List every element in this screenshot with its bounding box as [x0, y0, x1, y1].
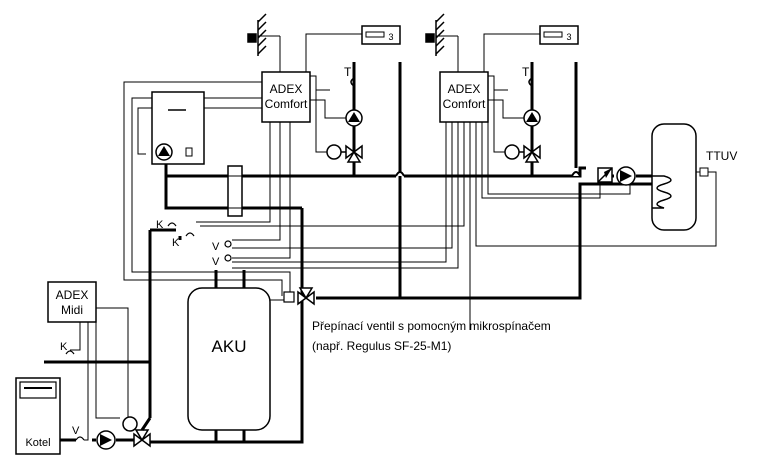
svg-text:T: T — [522, 65, 530, 79]
solid-fuel-boiler: Kotel — [15, 377, 61, 455]
three-way-valve-icon — [133, 429, 151, 448]
pump-icon — [616, 166, 636, 186]
check-valve-icon — [597, 167, 613, 183]
dhw-label: TTUV — [706, 149, 737, 163]
sensor-labels: K K V V — [156, 219, 220, 268]
adex-midi: ADEX Midi — [47, 281, 97, 323]
temperature-sensor-right: T — [522, 65, 533, 87]
outdoor-sensor-icon — [247, 13, 280, 56]
svg-text:V: V — [72, 425, 80, 437]
svg-text:3: 3 — [566, 32, 571, 42]
svg-text:V: V — [212, 256, 220, 268]
adex-comfort-right: ADEX Comfort — [439, 71, 489, 123]
boiler-label: Kotel — [25, 437, 50, 449]
sensor-bulbs — [167, 222, 232, 262]
valve-note-line2: (např. Regulus SF-25-M1) — [312, 339, 451, 353]
three-way-valve-icon — [523, 144, 541, 163]
svg-text:V: V — [212, 241, 220, 253]
controller-line1: ADEX — [56, 288, 89, 302]
controller-line2: Midi — [61, 303, 83, 317]
controller-line1: ADEX — [270, 82, 303, 96]
heat-exchanger-coil-icon — [652, 175, 672, 209]
dhw-tank: TTUV — [651, 123, 737, 231]
controller-line2: Comfort — [265, 97, 308, 111]
controller-line1: ADEX — [448, 82, 481, 96]
pipe-crossings — [395, 171, 581, 177]
valve-note-line1: Přepínací ventil s pomocným mikrospínače… — [312, 319, 551, 333]
pump-icon — [345, 109, 363, 127]
svg-text:3: 3 — [388, 32, 393, 42]
pump-icon — [523, 109, 541, 127]
servo-motor-icon — [504, 144, 524, 160]
outdoor-sensor-icon — [425, 13, 458, 56]
room-unit-icon: 3 — [539, 25, 579, 45]
switching-valve — [283, 287, 315, 306]
servo-motor-icon — [326, 144, 346, 160]
controller-line2: Comfort — [443, 97, 486, 111]
servo-motor-icon — [122, 416, 138, 432]
accumulation-tank: AKU — [187, 287, 271, 431]
wall-boiler — [151, 91, 205, 165]
svg-text:K: K — [172, 237, 180, 249]
adex-comfort-left: ADEX Comfort — [261, 71, 311, 123]
svg-text:K: K — [60, 341, 68, 353]
temperature-sensor-left: T — [344, 65, 355, 87]
tank-label: AKU — [212, 337, 247, 356]
svg-text:K: K — [156, 219, 164, 231]
room-unit-icon: 3 — [361, 25, 401, 45]
pump-icon — [155, 143, 173, 161]
pump-icon — [96, 430, 116, 450]
hydraulic-separator — [227, 165, 243, 217]
hydraulic-pipes — [44, 62, 652, 444]
svg-text:T: T — [344, 65, 352, 79]
